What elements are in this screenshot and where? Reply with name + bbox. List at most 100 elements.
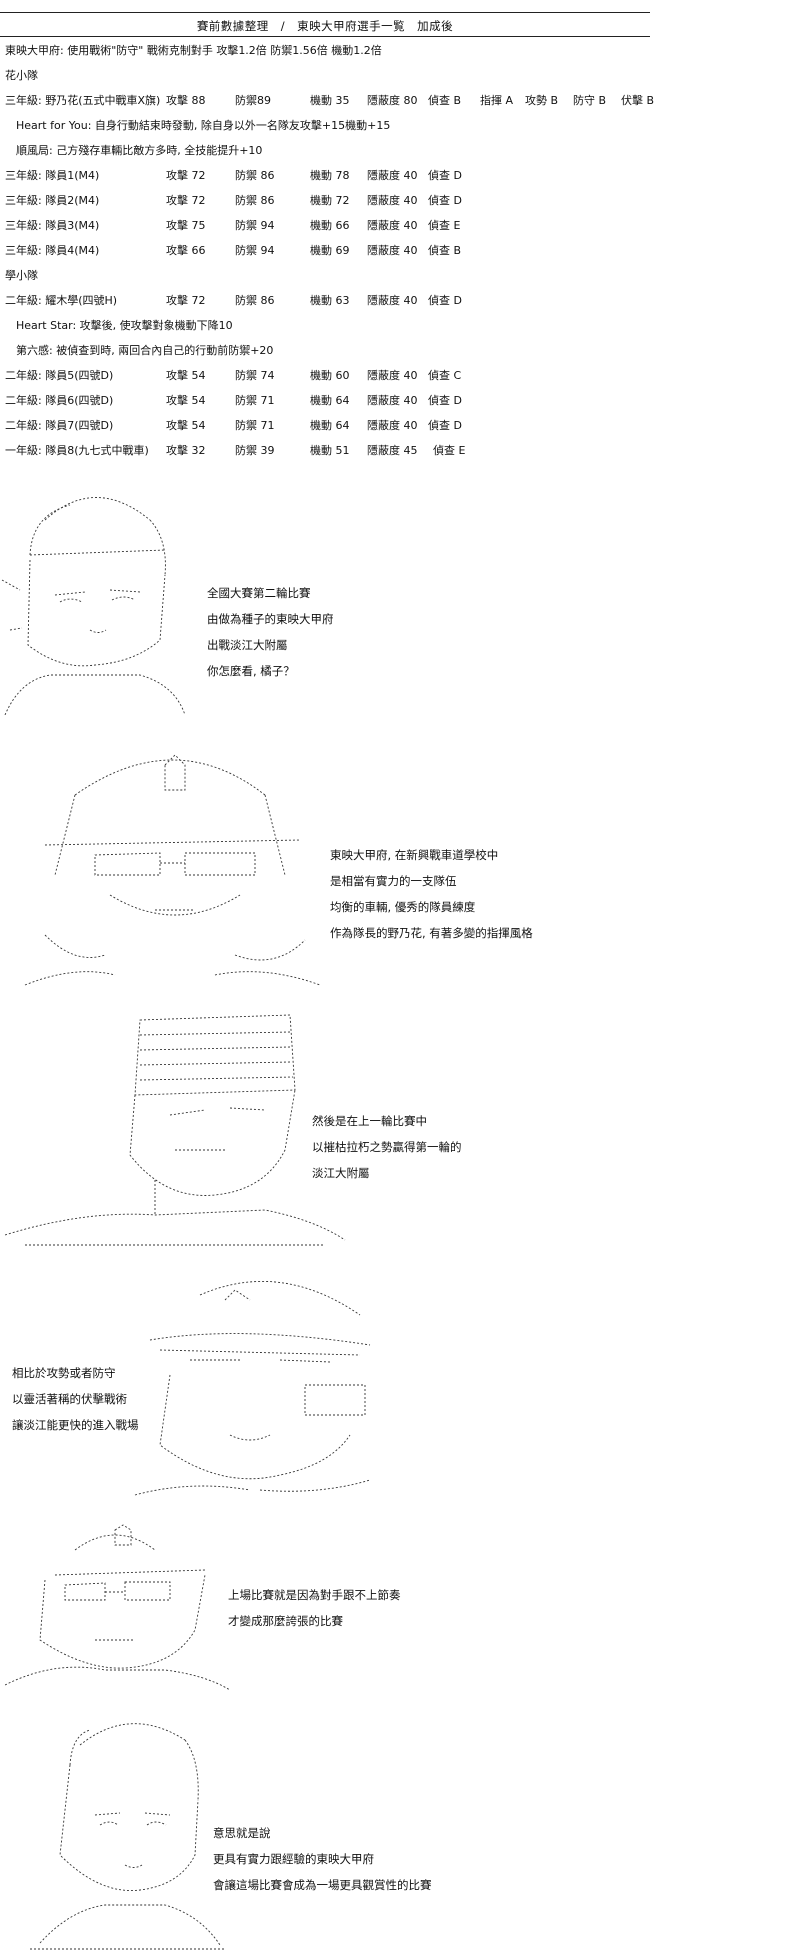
leader-attack: 攻擊 88 xyxy=(166,94,206,107)
leader-recon: 偵查 B xyxy=(428,94,462,107)
member-recon: 偵查 D xyxy=(428,169,462,182)
caption-line: 會讓這場比賽會成為一場更具觀賞性的比賽 xyxy=(213,1878,432,1892)
caption-line: 才變成那麼誇張的比賽 xyxy=(228,1614,343,1628)
member-concealment: 隱蔽度 45 xyxy=(367,444,418,457)
member-mobility: 機動 72 xyxy=(310,194,350,207)
member-concealment: 隱蔽度 40 xyxy=(367,369,418,382)
caption-line: 更具有實力跟經驗的東映大甲府 xyxy=(213,1852,374,1866)
leader-name: 二年級: 耀木學(四號H) xyxy=(5,294,118,307)
header-top-rule xyxy=(0,12,650,13)
character-portrait-3 xyxy=(5,1010,350,1250)
panel-2-caption: 東映大甲府, 在新興戰車道學校中 是相當有實力的一支隊伍 均衡的車輛, 優秀的隊… xyxy=(330,842,533,946)
caption-line: 讓淡江能更快的進入戰場 xyxy=(12,1418,139,1432)
member-concealment: 隱蔽度 40 xyxy=(367,394,418,407)
team2-skill: Heart Star: 攻擊後, 使攻擊對象機動下降10 xyxy=(16,319,233,332)
caption-line: 全國大賽第二輪比賽 xyxy=(207,586,311,600)
team1-skill: 順風局: 己方殘存車輛比敵方多時, 全技能提升+10 xyxy=(16,144,263,157)
leader-attack: 攻擊 72 xyxy=(166,294,206,307)
character-portrait-4 xyxy=(130,1265,375,1510)
member-recon: 偵查 E xyxy=(428,219,461,232)
table-row: 三年級: 隊員2(M4) 攻擊 72 防禦 86 機動 72 隱蔽度 40 偵查… xyxy=(5,194,685,208)
member-recon: 偵查 D xyxy=(428,419,462,432)
character-portrait-1 xyxy=(0,480,190,715)
member-name: 三年級: 隊員4(M4) xyxy=(5,244,100,257)
page-title: 賽前數據整理 / 東映大甲府選手一覧 加成後 xyxy=(196,19,454,33)
leader-ambush: 伏擊 B xyxy=(621,94,655,107)
member-attack: 攻擊 72 xyxy=(166,194,206,207)
member-recon: 偵查 D xyxy=(428,394,462,407)
panel-5-caption: 上場比賽就是因為對手跟不上節奏 才變成那麼誇張的比賽 xyxy=(228,1582,401,1634)
table-row: 三年級: 隊員4(M4) 攻擊 66 防禦 94 機動 69 隱蔽度 40 偵查… xyxy=(5,244,685,258)
table-row: 一年級: 隊員8(九七式中戰車) 攻擊 32 防禦 39 機動 51 隱蔽度 4… xyxy=(5,444,685,458)
member-name: 三年級: 隊員1(M4) xyxy=(5,169,100,182)
member-mobility: 機動 64 xyxy=(310,394,350,407)
member-attack: 攻擊 54 xyxy=(166,369,206,382)
member-defense: 防禦 94 xyxy=(235,244,275,257)
member-recon: 偵查 E xyxy=(433,444,466,457)
member-concealment: 隱蔽度 40 xyxy=(367,219,418,232)
table-row: 三年級: 隊員3(M4) 攻擊 75 防禦 94 機動 66 隱蔽度 40 偵查… xyxy=(5,219,685,233)
member-name: 三年級: 隊員3(M4) xyxy=(5,219,100,232)
member-recon: 偵查 C xyxy=(428,369,462,382)
panel-1-caption: 全國大賽第二輪比賽 由做為種子的東映大甲府 出戰淡江大附屬 你怎麼看, 橘子？ xyxy=(207,580,334,684)
caption-line: 相比於攻勢或者防守 xyxy=(12,1366,116,1380)
leader-mobility: 機動 35 xyxy=(310,94,350,107)
member-defense: 防禦 86 xyxy=(235,169,275,182)
caption-line: 你怎麼看, 橘子？ xyxy=(207,664,295,678)
leader-recon: 偵查 D xyxy=(428,294,462,307)
member-name: 二年級: 隊員6(四號D) xyxy=(5,394,114,407)
caption-line: 意思就是說 xyxy=(213,1826,271,1840)
member-concealment: 隱蔽度 40 xyxy=(367,194,418,207)
character-portrait-6 xyxy=(30,1705,230,1950)
caption-line: 以摧枯拉朽之勢贏得第一輪的 xyxy=(312,1140,462,1154)
caption-line: 東映大甲府, 在新興戰車道學校中 xyxy=(330,848,499,862)
panel-6-caption: 意思就是說 更具有實力跟經驗的東映大甲府 會讓這場比賽會成為一場更具觀賞性的比賽 xyxy=(213,1820,432,1898)
character-portrait-5 xyxy=(5,1520,235,1695)
caption-line: 由做為種子的東映大甲府 xyxy=(207,612,334,626)
team1-skill: Heart for You: 自身行動結束時發動, 除自身以外一名隊友攻擊+15… xyxy=(16,119,391,132)
leader-concealment: 隱蔽度 80 xyxy=(367,94,418,107)
member-recon: 偵查 B xyxy=(428,244,462,257)
team1-leader-row: 三年級: 野乃花(五式中戰車X旗) 攻擊 88 防禦89 機動 35 隱蔽度 8… xyxy=(5,94,685,108)
member-attack: 攻擊 75 xyxy=(166,219,206,232)
member-defense: 防禦 71 xyxy=(235,419,275,432)
member-name: 二年級: 隊員7(四號D) xyxy=(5,419,114,432)
intro-line: 東映大甲府: 使用戰術"防守" 戰術克制對手 攻擊1.2倍 防禦1.56倍 機動… xyxy=(5,44,382,57)
leader-name: 三年級: 野乃花(五式中戰車X旗) xyxy=(5,94,161,107)
table-row: 二年級: 隊員5(四號D) 攻擊 54 防禦 74 機動 60 隱蔽度 40 偵… xyxy=(5,369,685,383)
member-concealment: 隱蔽度 40 xyxy=(367,169,418,182)
team1-name: 花小隊 xyxy=(5,69,38,82)
member-name: 三年級: 隊員2(M4) xyxy=(5,194,100,207)
member-mobility: 機動 64 xyxy=(310,419,350,432)
panel-3-caption: 然後是在上一輪比賽中 以摧枯拉朽之勢贏得第一輪的 淡江大附屬 xyxy=(312,1108,462,1186)
caption-line: 上場比賽就是因為對手跟不上節奏 xyxy=(228,1588,401,1602)
team2-skill: 第六感: 被偵查到時, 兩回合內自己的行動前防禦+20 xyxy=(16,344,274,357)
table-row: 二年級: 隊員7(四號D) 攻擊 54 防禦 71 機動 64 隱蔽度 40 偵… xyxy=(5,419,685,433)
team2-name: 學小隊 xyxy=(5,269,38,282)
caption-line: 然後是在上一輪比賽中 xyxy=(312,1114,427,1128)
table-row: 三年級: 隊員1(M4) 攻擊 72 防禦 86 機動 78 隱蔽度 40 偵查… xyxy=(5,169,685,183)
leader-offense: 攻勢 B xyxy=(525,94,559,107)
member-attack: 攻擊 66 xyxy=(166,244,206,257)
member-defense: 防禦 39 xyxy=(235,444,275,457)
member-attack: 攻擊 54 xyxy=(166,419,206,432)
leader-mobility: 機動 63 xyxy=(310,294,350,307)
panel-4-caption: 相比於攻勢或者防守 以靈活著稱的伏擊戰術 讓淡江能更快的進入戰場 xyxy=(12,1360,139,1438)
leader-command: 指揮 A xyxy=(480,94,514,107)
member-defense: 防禦 71 xyxy=(235,394,275,407)
member-mobility: 機動 78 xyxy=(310,169,350,182)
member-defense: 防禦 74 xyxy=(235,369,275,382)
leader-defense-rank: 防守 B xyxy=(573,94,607,107)
caption-line: 均衡的車輛, 優秀的隊員練度 xyxy=(330,900,476,914)
member-defense: 防禦 86 xyxy=(235,194,275,207)
leader-defense: 防禦 86 xyxy=(235,294,275,307)
member-defense: 防禦 94 xyxy=(235,219,275,232)
member-mobility: 機動 69 xyxy=(310,244,350,257)
member-mobility: 機動 51 xyxy=(310,444,350,457)
member-mobility: 機動 66 xyxy=(310,219,350,232)
member-recon: 偵查 D xyxy=(428,194,462,207)
caption-line: 是相當有實力的一支隊伍 xyxy=(330,874,457,888)
member-mobility: 機動 60 xyxy=(310,369,350,382)
caption-line: 以靈活著稱的伏擊戰術 xyxy=(12,1392,127,1406)
leader-defense: 防禦89 xyxy=(235,94,271,107)
